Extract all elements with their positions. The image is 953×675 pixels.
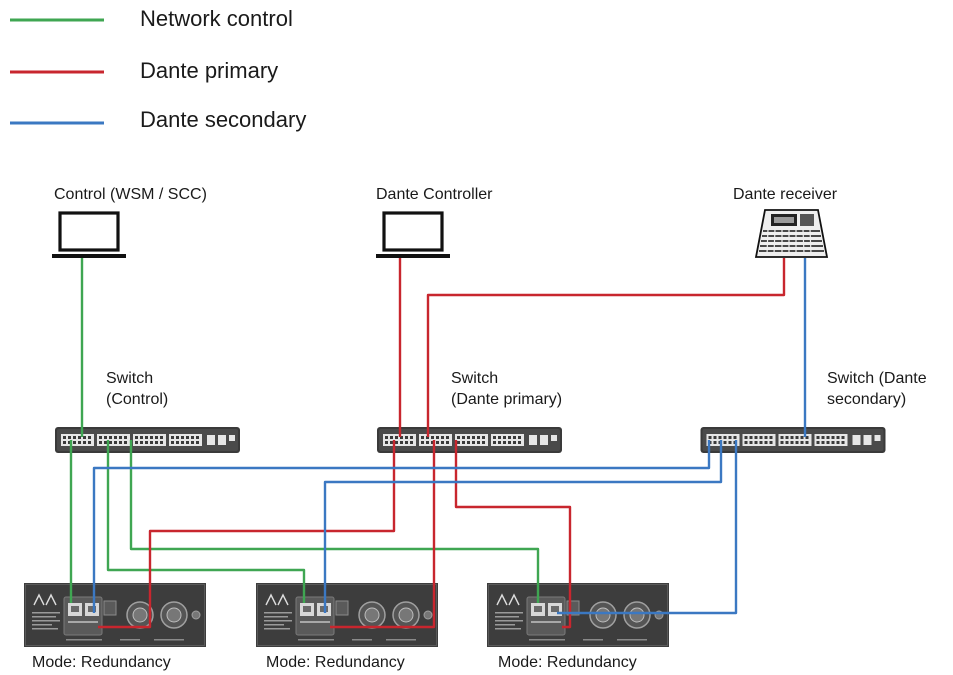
legend-label-dante-primary: Dante primary	[140, 58, 279, 83]
cable-primary-switch-to-device-3	[454, 440, 572, 629]
switch-control-label: Switch (Control)	[106, 370, 169, 408]
device-1-rear-panel-icon	[24, 583, 206, 647]
dante-receiver-label: Dante receiver	[733, 186, 838, 203]
legend-label-network-control: Network control	[140, 6, 293, 31]
cable-control-switch-to-device-2	[106, 440, 306, 603]
device-3-mode-label: Mode: Redundancy	[498, 654, 637, 671]
dante-receiver-mixing-console-icon	[754, 209, 829, 258]
switch-primary-label: Switch (Dante primary)	[451, 370, 563, 408]
cable-secondary-switch-to-device-2	[323, 440, 723, 613]
dante-controller-label: Dante Controller	[376, 186, 493, 203]
cable-primary-switch-to-device-1	[98, 440, 396, 629]
dante-controller-laptop-icon	[376, 211, 450, 258]
legend-label-dante-secondary: Dante secondary	[140, 107, 307, 132]
device-2-rear-panel-icon	[256, 583, 438, 647]
cable-secondary-switch-to-device-3	[557, 440, 738, 615]
device-3-rear-panel-icon	[487, 583, 669, 647]
switch-secondary-icon	[700, 427, 886, 453]
control-pc-label: Control (WSM / SCC)	[54, 186, 207, 203]
switch-secondary-label: Switch (Dante secondary)	[827, 370, 927, 408]
cable-primary-receiver-to-switch	[426, 258, 786, 437]
cable-primary-switch-to-device-2	[330, 440, 436, 629]
control-pc-laptop-icon	[52, 211, 126, 258]
device-2-mode-label: Mode: Redundancy	[266, 654, 405, 671]
cable-secondary-switch-to-device-1	[92, 440, 711, 613]
device-1-mode-label: Mode: Redundancy	[32, 654, 171, 671]
cable-control-switch-to-device-3	[129, 440, 540, 603]
switch-primary-icon	[377, 427, 562, 453]
